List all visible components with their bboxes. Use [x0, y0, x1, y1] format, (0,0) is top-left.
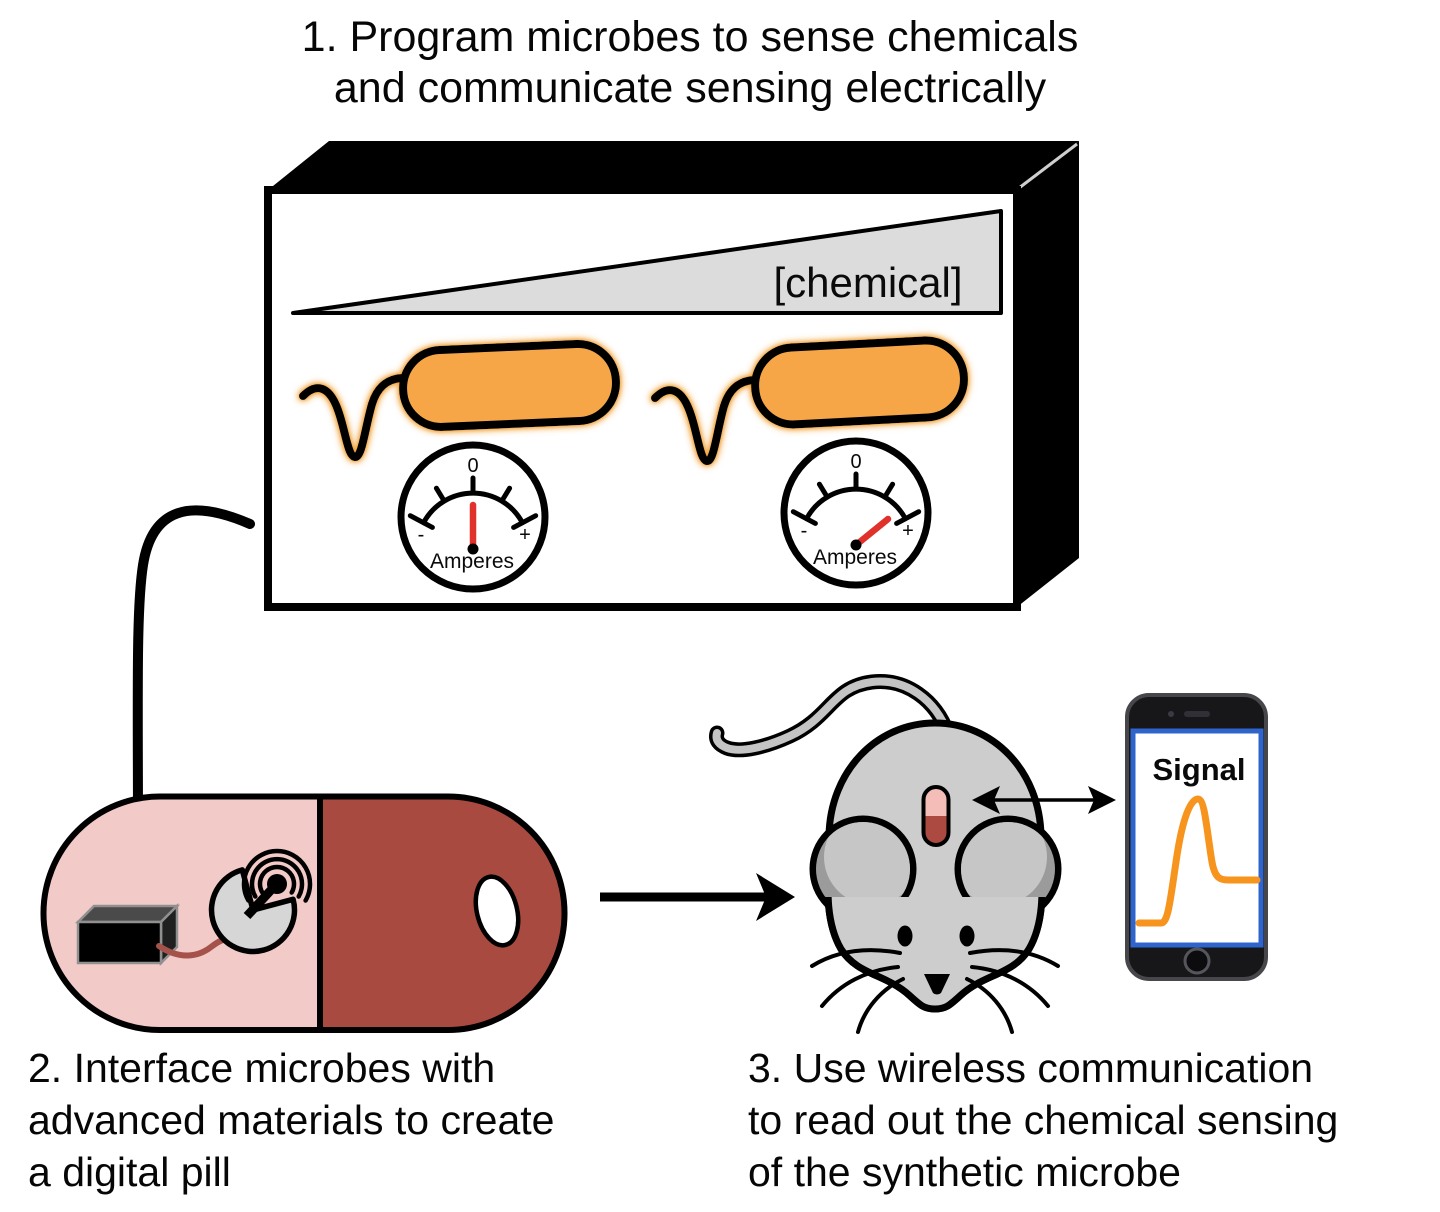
step3-caption-line3: of the synthetic microbe	[748, 1149, 1181, 1195]
antenna-dish-icon	[208, 867, 298, 955]
step1-title: 1. Program microbes to sense chemicals a…	[0, 12, 1380, 114]
microbe-left-body	[399, 339, 620, 431]
mouse-eye-right	[959, 925, 975, 947]
ammeter-right-dial	[780, 437, 932, 589]
ammeter-right-zero: 0	[850, 451, 861, 473]
ammeter-right-unit: Amperes	[813, 546, 897, 569]
mouse-whiskers	[810, 948, 1060, 1034]
step1-title-line2: and communicate sensing electrically	[333, 64, 1047, 112]
step3-caption-line1: 3. Use wireless communication	[748, 1045, 1314, 1091]
box-right-face	[1017, 141, 1079, 607]
implanted-pill-icon	[921, 785, 951, 847]
ammeter-right-plus: +	[902, 520, 914, 542]
ammeter-left-unit: Amperes	[430, 550, 514, 573]
mouse-ear-right	[954, 815, 1062, 923]
box-corner-highlight	[1018, 142, 1078, 190]
speaker-icon	[1184, 711, 1210, 717]
ammeter-right-icon: 0 - + Amperes	[780, 437, 932, 589]
mouse-ear-left	[809, 815, 917, 923]
ammeter-right-ticks	[790, 471, 922, 526]
mouse-illustration	[709, 674, 1062, 1034]
pill-left-half	[43, 797, 320, 1030]
ammeter-left-zero: 0	[467, 455, 478, 477]
mouse-face	[824, 897, 1046, 1013]
step3-caption: 3. Use wireless communication to read ou…	[748, 1042, 1338, 1198]
pill-right-half	[320, 797, 565, 1030]
step2-caption-line3: a digital pill	[28, 1149, 231, 1195]
step1-title-line1: 1. Program microbes to sense chemicals	[301, 13, 1079, 61]
ammeter-left-ticks	[407, 475, 539, 530]
ammeter-right-needle	[852, 515, 892, 549]
double-arrow-mouse-phone	[972, 786, 1116, 814]
flagellum-left	[299, 374, 406, 461]
signal-label: Signal	[1152, 752, 1245, 787]
step3-caption-line2: to read out the chemical sensing	[748, 1097, 1339, 1143]
step2-caption-line1: 2. Interface microbes with	[28, 1045, 496, 1091]
mouse-tail	[709, 674, 956, 758]
mouse-eye-left	[897, 925, 913, 947]
arrow-pill-to-mouse	[600, 873, 795, 921]
ammeter-right-pivot	[850, 539, 862, 551]
pill-gloss-highlight	[473, 874, 521, 948]
wireless-waves-icon	[241, 848, 313, 903]
digital-pill	[40, 793, 568, 1033]
microbe-left-icon	[299, 339, 620, 461]
arrowhead-right	[756, 873, 795, 921]
step2-caption-line2: advanced materials to create	[28, 1097, 555, 1143]
arrowhead-right	[1088, 786, 1116, 814]
smartphone: Signal	[1125, 693, 1268, 981]
box-top-face	[268, 141, 1079, 190]
flagellum-right	[651, 376, 758, 465]
arrowhead-left	[972, 786, 1000, 814]
ammeter-left-icon: 0 - + Amperes	[397, 441, 549, 593]
pill-outline	[40, 793, 568, 1033]
electronics-module-icon	[74, 902, 181, 967]
microbe-right-icon	[651, 336, 968, 465]
ammeter-left-minus: -	[418, 524, 425, 546]
step2-caption: 2. Interface microbes with advanced mate…	[28, 1042, 554, 1198]
chemical-label: [chemical]	[773, 259, 962, 306]
ammeter-left-pivot	[467, 543, 479, 555]
home-button	[1183, 947, 1211, 975]
signal-curve	[1135, 795, 1261, 927]
mouse-nose	[924, 974, 950, 995]
chemical-gradient-triangle	[291, 209, 1003, 315]
microbe-right-body	[751, 336, 968, 429]
ammeter-left-plus: +	[519, 524, 531, 546]
phone-screen	[1130, 728, 1264, 948]
camera-icon	[1168, 711, 1174, 717]
culture-box: [chemical]	[264, 141, 1079, 611]
ammeter-right-minus: -	[801, 520, 808, 542]
